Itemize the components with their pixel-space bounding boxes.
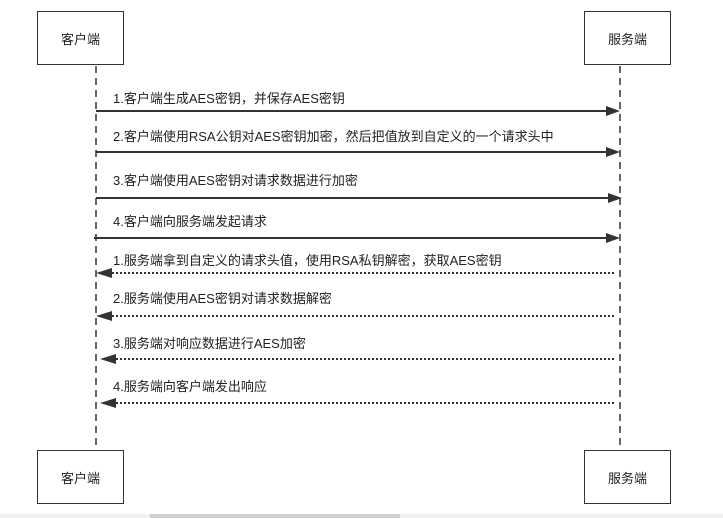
- response-label-4: 4.服务端向客户端发出响应: [113, 379, 267, 394]
- request-label-2: 2.客户端使用RSA公钥对AES密钥加密，然后把值放到自定义的一个请求头中: [113, 129, 554, 144]
- client-box-bottom: 客户端: [37, 450, 124, 504]
- response-arrow-2: [96, 311, 615, 321]
- request-label-4: 4.客户端向服务端发起请求: [113, 214, 267, 229]
- scrollbar-thumb[interactable]: [150, 514, 400, 518]
- server-box-top: 服务端: [584, 11, 671, 65]
- response-label-1: 1.服务端拿到自定义的请求头值，使用RSA私钥解密，获取AES密钥: [113, 253, 502, 268]
- server-box-bottom: 服务端: [584, 450, 671, 504]
- request-arrow-1: [96, 106, 620, 116]
- request-arrow-4: [94, 233, 620, 243]
- request-arrow-2: [96, 147, 620, 157]
- response-label-3: 3.服务端对响应数据进行AES加密: [113, 336, 306, 351]
- response-arrow-4: [100, 398, 615, 408]
- response-label-2: 2.服务端使用AES密钥对请求数据解密: [113, 291, 332, 306]
- request-label-3: 3.客户端使用AES密钥对请求数据进行加密: [113, 173, 358, 188]
- request-arrow-3: [96, 193, 622, 203]
- response-arrow-1: [96, 268, 615, 278]
- client-box-top: 客户端: [37, 11, 124, 65]
- response-arrow-3: [100, 354, 615, 364]
- request-label-1: 1.客户端生成AES密钥，并保存AES密钥: [113, 91, 345, 106]
- horizontal-scrollbar[interactable]: [0, 514, 723, 518]
